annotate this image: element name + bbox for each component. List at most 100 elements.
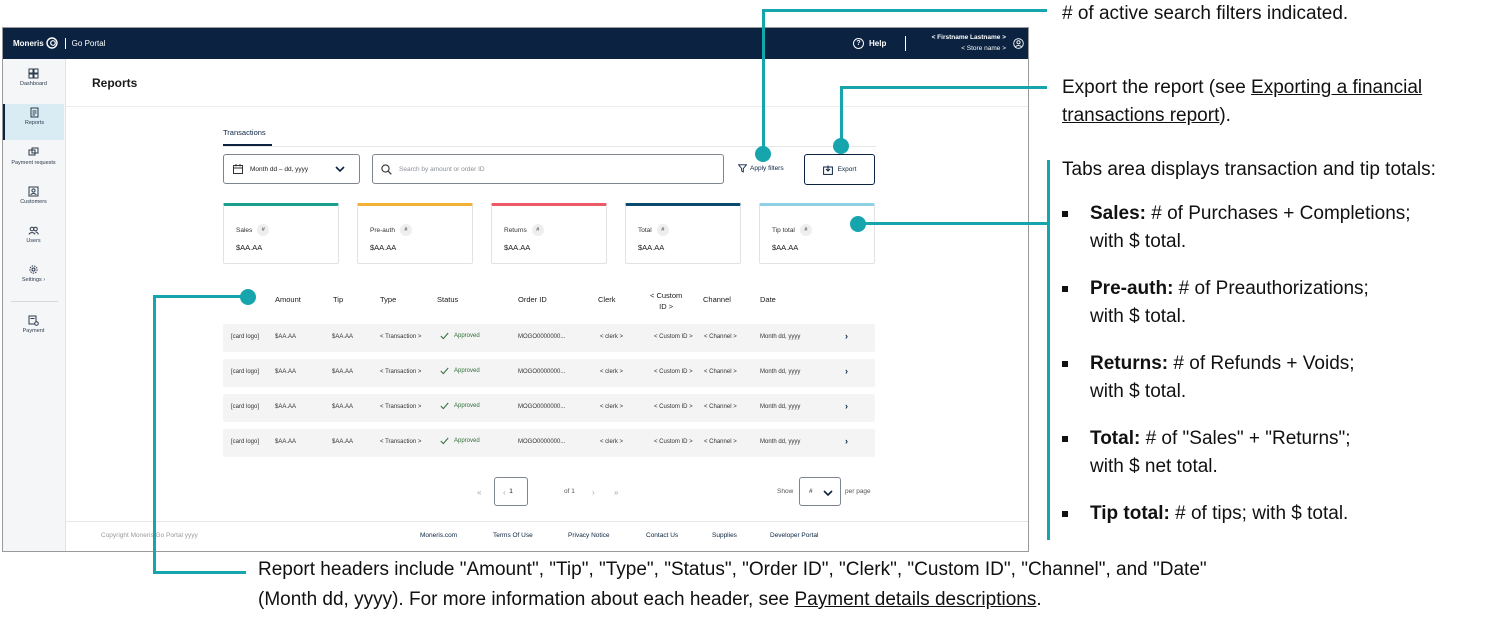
search-icon	[381, 163, 392, 175]
sidebar-item-label: Dashboard	[20, 81, 47, 87]
row-details-chevron-icon[interactable]: ›	[845, 436, 848, 446]
footer-link-supplies[interactable]: Supplies	[712, 532, 737, 539]
reports-icon	[30, 107, 39, 118]
table-row[interactable]: [card logo]$AA.AA$AA.AA< Transaction >MO…	[223, 324, 875, 352]
search-field[interactable]: Search by amount or order ID	[372, 154, 724, 184]
page-number-input[interactable]: 1	[494, 477, 528, 506]
bullet-text: Returns: # of Refunds + Voids;with $ tot…	[1090, 353, 1355, 402]
cell-type: < Transaction >	[380, 334, 422, 340]
header-clerk[interactable]: Clerk	[598, 295, 616, 304]
count-badge: #	[399, 224, 412, 236]
store-name: < Store name >	[961, 45, 1006, 52]
summary-card-pre-auth[interactable]: Pre-auth# $AA.AA	[357, 203, 473, 264]
customers-icon	[28, 186, 39, 197]
header-order-id[interactable]: Order ID	[518, 295, 547, 304]
footer-link-privacy[interactable]: Privacy Notice	[568, 532, 610, 539]
date-range-select[interactable]: Month dd – dd, yyyy	[223, 154, 360, 184]
summary-card-returns[interactable]: Returns# $AA.AA	[491, 203, 607, 264]
row-details-chevron-icon[interactable]: ›	[845, 331, 848, 341]
footer-link-moneris[interactable]: Moneris.com	[420, 532, 458, 539]
summary-card-sales[interactable]: Sales# $AA.AA	[223, 203, 339, 264]
payment-details-link[interactable]: Payment details descriptions	[794, 589, 1037, 610]
status-label: Approved	[454, 438, 480, 444]
sidebar-item-payment[interactable]: Payment	[3, 312, 64, 348]
table-header: Amount Tip Type Status Order ID Clerk < …	[3, 291, 1028, 315]
callout-line-filters	[762, 9, 765, 154]
apply-filters-button[interactable]: Apply filters	[738, 164, 784, 173]
footer-divider	[66, 521, 1028, 522]
card-label: Pre-auth#	[370, 224, 412, 236]
cell-date: Month dd, yyyy	[760, 439, 801, 445]
cell-order-id: MOGO0000000...	[518, 439, 566, 445]
card-amount: $AA.AA	[504, 243, 531, 252]
brand[interactable]: Moneris Go Portal	[13, 37, 105, 49]
sidebar-item-settings[interactable]: Settings ›	[3, 261, 64, 297]
table-row[interactable]: [card logo]$AA.AA$AA.AA< Transaction >MO…	[223, 429, 875, 457]
count-badge: #	[799, 224, 812, 236]
header-date[interactable]: Date	[760, 295, 776, 304]
sidebar-item-reports[interactable]: Reports	[3, 104, 64, 140]
header-channel[interactable]: Channel	[703, 295, 731, 304]
export-button[interactable]: Export	[804, 154, 875, 185]
per-page-select[interactable]: #	[799, 477, 841, 506]
cell-type: < Transaction >	[380, 404, 422, 410]
cell-tip: $AA.AA	[332, 404, 354, 410]
gear-icon	[29, 265, 38, 274]
cell-amount: $AA.AA	[275, 404, 297, 410]
cell-amount: $AA.AA	[275, 369, 297, 375]
sidebar-item-payment-requests[interactable]: Payment requests	[3, 144, 64, 180]
cell-custom-id: < Custom ID >	[654, 334, 693, 340]
cell-channel: < Channel >	[704, 369, 737, 375]
cell-card-logo: [card logo]	[231, 404, 260, 410]
summary-card-tip-total[interactable]: Tip total# $AA.AA	[759, 203, 875, 264]
card-amount: $AA.AA	[772, 243, 799, 252]
cell-date: Month dd, yyyy	[760, 334, 801, 340]
header-status[interactable]: Status	[437, 295, 459, 304]
summary-card-total[interactable]: Total# $AA.AA	[625, 203, 741, 264]
table-row[interactable]: [card logo]$AA.AA$AA.AA< Transaction >MO…	[223, 394, 875, 422]
row-details-chevron-icon[interactable]: ›	[845, 401, 848, 411]
tab-transactions[interactable]: Transactions	[223, 128, 266, 137]
cell-clerk: < clerk >	[600, 369, 624, 375]
first-page-icon[interactable]: «	[477, 488, 482, 497]
annotation-filters: # of active search filters indicated.	[1062, 3, 1349, 24]
table-row[interactable]: [card logo]$AA.AA$AA.AA< Transaction >MO…	[223, 359, 875, 387]
title-divider	[66, 106, 1028, 107]
brand-name: Moneris	[13, 38, 44, 48]
sidebar-item-customers[interactable]: Customers	[3, 183, 64, 219]
cell-status: Approved	[440, 332, 480, 340]
cell-amount: $AA.AA	[275, 439, 297, 445]
callout-line-tabs	[857, 222, 1049, 225]
footer-link-terms[interactable]: Terms Of Use	[493, 532, 533, 539]
topbar-divider	[905, 36, 906, 51]
prev-page-icon[interactable]: ‹	[503, 488, 506, 497]
help-button[interactable]: ? Help	[853, 38, 886, 49]
row-details-chevron-icon[interactable]: ›	[845, 366, 848, 376]
exporting-link-cont[interactable]: transactions report	[1062, 105, 1220, 126]
footer-link-developer[interactable]: Developer Portal	[770, 532, 819, 539]
sidebar-item-dashboard[interactable]: Dashboard	[3, 65, 64, 101]
header-type[interactable]: Type	[380, 295, 397, 304]
user-avatar-icon[interactable]	[1013, 38, 1024, 49]
check-icon	[440, 402, 449, 410]
cell-type: < Transaction >	[380, 439, 422, 445]
payment-requests-icon	[28, 147, 39, 156]
sidebar-item-users[interactable]: Users	[3, 222, 64, 258]
footer-link-contact[interactable]: Contact Us	[646, 532, 679, 539]
header-tip[interactable]: Tip	[333, 295, 344, 304]
next-page-icon[interactable]: ›	[592, 488, 595, 497]
sidebar-divider	[11, 301, 58, 302]
user-menu[interactable]: < Firstname Lastname > < Store name >	[932, 32, 1006, 54]
last-page-icon[interactable]: »	[614, 488, 619, 497]
bullet-text: Tip total: # of tips; with $ total.	[1090, 503, 1349, 524]
status-label: Approved	[454, 333, 480, 339]
header-amount[interactable]: Amount	[275, 295, 301, 304]
date-range-value: Month dd – dd, yyyy	[250, 165, 309, 173]
chevron-down-icon	[823, 490, 833, 497]
per-page-value: #	[809, 488, 813, 495]
exporting-link[interactable]: Exporting a financial	[1251, 77, 1423, 98]
annotation-tabs: Tabs area displays transaction and tip t…	[1062, 159, 1436, 180]
cell-tip: $AA.AA	[332, 439, 354, 445]
chevron-down-icon	[335, 166, 345, 173]
